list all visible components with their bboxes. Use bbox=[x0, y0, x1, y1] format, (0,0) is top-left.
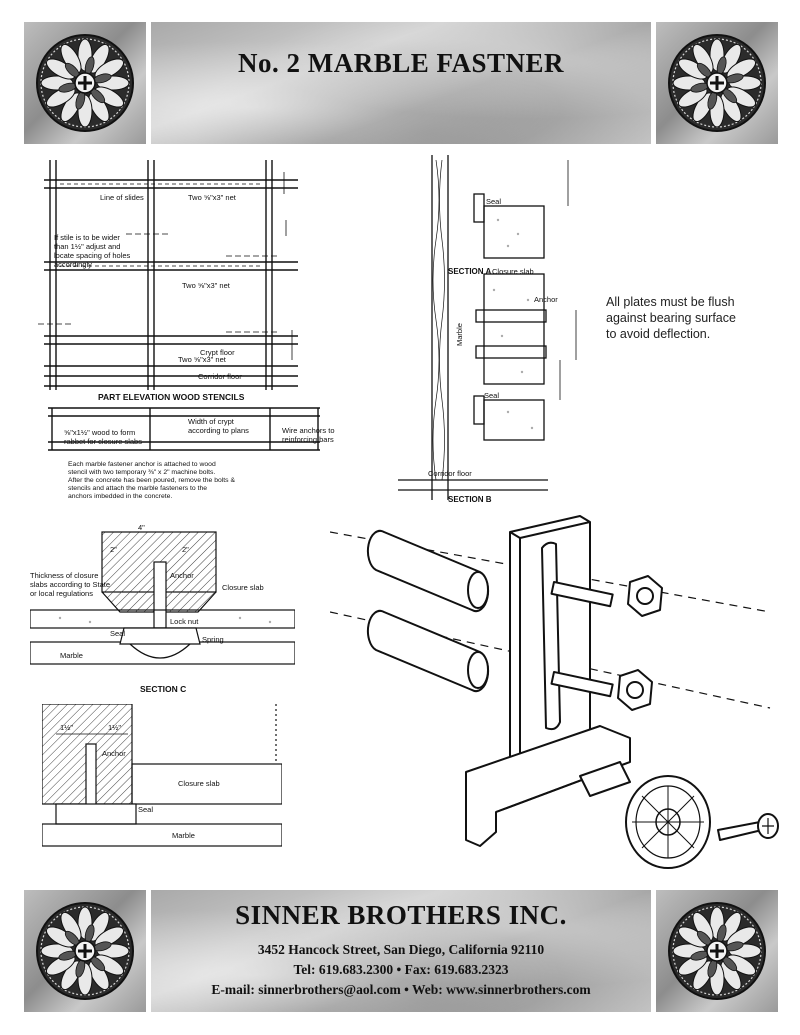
corridor-floor-label: Corridor floor bbox=[198, 372, 242, 381]
company-contact: E-mail: sinnerbrothers@aol.com • Web: ww… bbox=[211, 982, 591, 997]
wood-note-line-2: rabbet for closure slabs bbox=[64, 437, 142, 446]
rosette-tile-bottom-right bbox=[656, 890, 778, 1012]
stile-note-line-2: than 1½" adjust and bbox=[54, 242, 120, 251]
marble-title-panel: No. 2 MARBLE FASTNER bbox=[151, 22, 651, 144]
exploded-fastener-drawing bbox=[330, 515, 779, 869]
section-d-closure-slab: Closure slab bbox=[178, 779, 220, 788]
section-d-anchor: Anchor bbox=[102, 749, 126, 758]
section-c-dim-total: 4" bbox=[138, 523, 145, 532]
footnote-line-1: Each marble fastener anchor is attached … bbox=[68, 461, 216, 468]
anchor-cylinder-top bbox=[366, 529, 490, 613]
marble-company-panel: SINNER BROTHERS INC. 3452 Hancock Street… bbox=[151, 890, 651, 1012]
section-c-anchor: Anchor bbox=[170, 571, 194, 580]
section-d-dim-left: 1½" bbox=[60, 723, 73, 732]
section-c-label: SECTION C bbox=[140, 684, 186, 694]
fastener-plate bbox=[509, 515, 591, 763]
section-a-closure-slab: Closure slab bbox=[492, 267, 534, 276]
two-net-bottom-label: Two ⅝"x3" net bbox=[178, 355, 227, 364]
footer-band: SINNER BROTHERS INC. 3452 Hancock Street… bbox=[0, 890, 800, 1012]
section-a-anchor: Anchor bbox=[534, 295, 558, 304]
footnote-line-3: After the concrete has been poured, remo… bbox=[68, 477, 235, 484]
rosette-tile-bottom-left bbox=[24, 890, 146, 1012]
rosette-icon bbox=[668, 34, 766, 132]
line-of-slides-label: Line of slides bbox=[100, 193, 144, 202]
section-a-seal-bottom: Seal bbox=[484, 391, 499, 400]
width-crypt-line-1: Width of crypt bbox=[188, 417, 235, 426]
part-elevation-drawing: Line of slides Two ⅝"x3" net Two ⅝"x3" n… bbox=[38, 160, 335, 500]
stile-note-line-1: If stile is to be wider bbox=[54, 233, 120, 242]
stile-note-line-3: locate spacing of holes bbox=[54, 251, 131, 260]
section-c-dim-left: 2" bbox=[110, 545, 117, 554]
section-d-marble: Marble bbox=[172, 831, 195, 840]
rosette-cap bbox=[625, 775, 711, 869]
rosette-icon bbox=[668, 902, 766, 1000]
threaded-bolt-top bbox=[550, 581, 614, 608]
section-c-closure-slab: Closure slab bbox=[222, 583, 264, 592]
page-title: No. 2 MARBLE FASTNER bbox=[237, 48, 565, 78]
section-a-marble: Marble bbox=[455, 323, 464, 346]
section-a-seal-top: Seal bbox=[486, 197, 501, 206]
rosette-tile-top-right bbox=[656, 22, 778, 144]
footnote-line-5: anchors imbedded in the concrete. bbox=[68, 493, 172, 500]
flush-plates-note: All plates must be flush against bearing… bbox=[606, 294, 766, 342]
closure-note-line-1: Thickness of closure bbox=[30, 571, 98, 580]
base-bracket bbox=[465, 725, 631, 847]
rosette-tile-top-left bbox=[24, 22, 146, 144]
section-d-dim-right: 1½" bbox=[108, 723, 121, 732]
wire-anchors-line-1: Wire anchors to bbox=[282, 426, 335, 435]
width-crypt-line-2: according to plans bbox=[188, 426, 249, 435]
rosette-icon bbox=[36, 34, 134, 132]
closure-note-line-3: or local regulations bbox=[30, 589, 93, 598]
section-a-corridor-floor: Corridor floor bbox=[428, 469, 472, 478]
closure-note-line-2: slabs according to State bbox=[30, 580, 110, 589]
footnote-line-2: stencil with two temporary ⅜" x 2" machi… bbox=[68, 469, 215, 476]
section-d-drawing: 1½" 1½" Anchor Closure slab Seal Marble bbox=[42, 704, 282, 847]
note-line-2: against bearing surface bbox=[606, 311, 736, 325]
wire-anchors-line-2: reinforcing bars bbox=[282, 435, 334, 444]
wood-note-line-1: ⅝"x1½" wood to form bbox=[64, 428, 135, 437]
section-c-marble: Marble bbox=[60, 651, 83, 660]
section-c-drawing: 4" 2" 2" Anchor Closure slab Thickness o… bbox=[30, 523, 295, 694]
note-line-3: to avoid deflection. bbox=[606, 327, 711, 341]
screw bbox=[717, 813, 779, 841]
section-b-label: SECTION B bbox=[448, 495, 492, 504]
footnote-line-4: stencils and attach the marble fasteners… bbox=[68, 485, 207, 492]
section-c-lock-nut: Lock nut bbox=[170, 617, 199, 626]
company-name: SINNER BROTHERS INC. bbox=[235, 900, 567, 930]
two-net-mid-label: Two ⅝"x3" net bbox=[182, 281, 231, 290]
section-a-label: SECTION A bbox=[448, 267, 491, 276]
hex-nut-bottom bbox=[617, 669, 653, 711]
section-c-dim-right: 2" bbox=[182, 545, 189, 554]
note-line-1: All plates must be flush bbox=[606, 295, 735, 309]
threaded-bolt-bottom bbox=[550, 671, 614, 698]
anchor-cylinder-bottom bbox=[366, 609, 490, 693]
company-phone: Tel: 619.683.2300 • Fax: 619.683.2323 bbox=[293, 962, 509, 977]
section-d-seal: Seal bbox=[138, 805, 153, 814]
hex-nut-top bbox=[627, 575, 663, 617]
section-c-spring: Spring bbox=[202, 635, 224, 644]
elevation-caption: PART ELEVATION WOOD STENCILS bbox=[98, 392, 245, 402]
crypt-floor-label: Crypt floor bbox=[200, 348, 235, 357]
company-address: 3452 Hancock Street, San Diego, Californ… bbox=[257, 942, 545, 957]
rosette-icon bbox=[36, 902, 134, 1000]
stile-note-line-4: accordingly bbox=[54, 260, 92, 269]
two-net-top-label: Two ⅝"x3" net bbox=[188, 193, 237, 202]
section-a-b-drawing: Seal SECTION A Closure slab Anchor Seal … bbox=[398, 155, 577, 504]
section-c-seal: Seal bbox=[110, 629, 125, 638]
header-band: No. 2 MARBLE FASTNER bbox=[0, 22, 800, 144]
